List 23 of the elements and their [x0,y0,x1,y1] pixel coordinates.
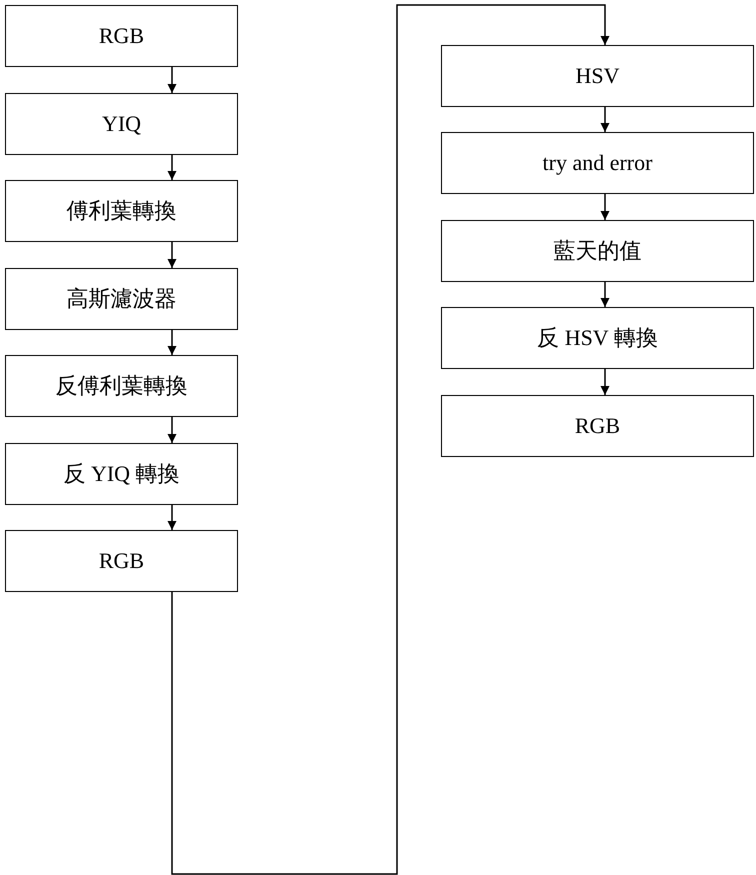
arrow [168,67,176,93]
process-box: HSV [441,45,754,107]
process-box: RGB [5,530,238,592]
process-box: 反 HSV 轉換 [441,307,754,369]
process-box: RGB [5,5,238,67]
arrow [168,417,176,443]
arrow [168,242,176,268]
arrow [600,369,610,395]
arrow [168,330,176,355]
process-box: 高斯濾波器 [5,268,238,330]
process-box: try and error [441,132,754,194]
arrow [171,4,610,875]
process-box: 藍天的值 [441,220,754,282]
process-box: 傅利葉轉換 [5,180,238,242]
arrow [600,194,610,220]
process-box: 反傅利葉轉換 [5,355,238,417]
arrow [600,107,610,132]
process-box: 反 YIQ 轉換 [5,443,238,505]
process-box: RGB [441,395,754,457]
arrow [600,282,610,307]
process-box: YIQ [5,93,238,155]
arrow [168,505,176,530]
arrow [168,155,176,180]
